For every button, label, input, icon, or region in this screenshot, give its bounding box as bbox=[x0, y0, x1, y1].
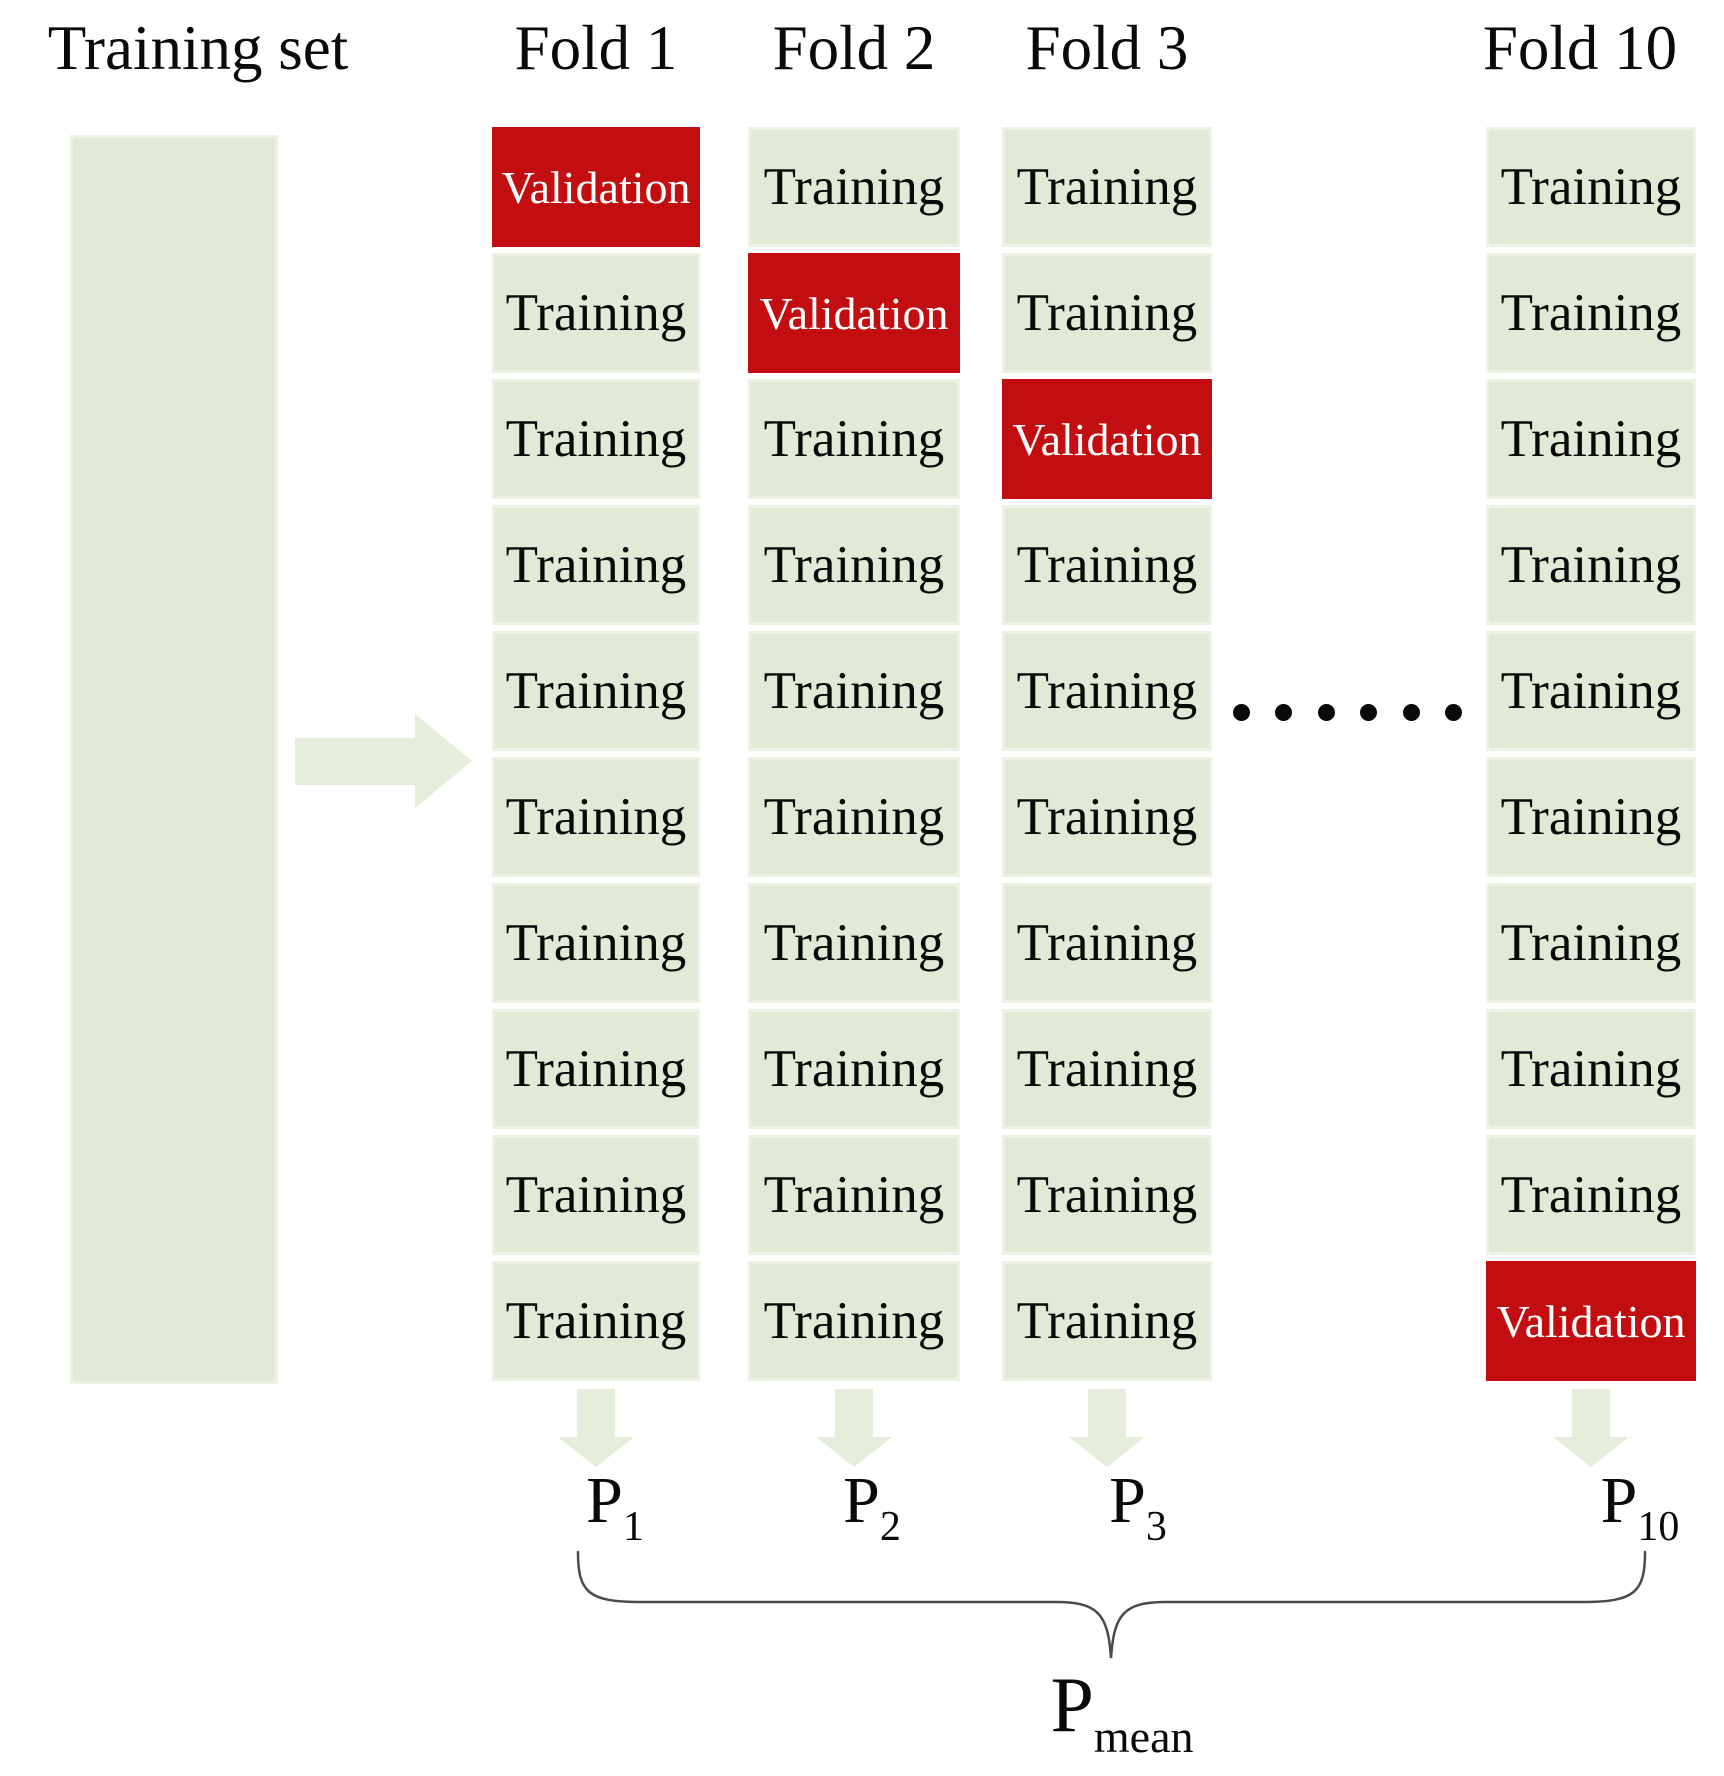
training-cell: Training bbox=[492, 1135, 700, 1255]
training-cell: Training bbox=[1486, 883, 1696, 1003]
training-cell: Training bbox=[1002, 505, 1212, 625]
p1-base: P bbox=[586, 1464, 623, 1537]
training-cell: Training bbox=[1486, 505, 1696, 625]
p1-subscript: 1 bbox=[622, 1503, 644, 1550]
training-cell: Training bbox=[1002, 883, 1212, 1003]
training-cell: Training bbox=[748, 1261, 960, 1381]
training-cell: Training bbox=[492, 379, 700, 499]
p2-label: P2 bbox=[843, 1468, 901, 1548]
training-cell: Training bbox=[748, 631, 960, 751]
validation-cell: Validation bbox=[748, 253, 960, 373]
training-cell: Training bbox=[492, 1261, 700, 1381]
right-arrow-icon bbox=[295, 714, 472, 808]
training-cell: Training bbox=[492, 757, 700, 877]
p-mean-label: Pmean bbox=[1050, 1666, 1193, 1760]
training-cell: Training bbox=[1002, 127, 1212, 247]
training-cell: Training bbox=[1486, 379, 1696, 499]
training-cell: Training bbox=[492, 505, 700, 625]
training-cell: Training bbox=[492, 1009, 700, 1129]
validation-cell: Validation bbox=[492, 127, 700, 247]
fold-3-header: Fold 3 bbox=[1025, 13, 1189, 83]
p2-subscript: 2 bbox=[879, 1503, 901, 1550]
p10-base: P bbox=[1600, 1464, 1638, 1537]
training-set-label: Training set bbox=[47, 13, 349, 83]
training-cell: Training bbox=[1486, 631, 1696, 751]
p3-label: P3 bbox=[1109, 1468, 1167, 1548]
training-cell: Training bbox=[1002, 253, 1212, 373]
ellipsis-dots bbox=[1233, 703, 1462, 721]
training-cell: Training bbox=[748, 505, 960, 625]
dot bbox=[1444, 703, 1462, 721]
p3-subscript: 3 bbox=[1145, 1503, 1167, 1550]
training-cell: Training bbox=[748, 1009, 960, 1129]
p10-label: P10 bbox=[1601, 1468, 1680, 1548]
dot bbox=[1317, 703, 1335, 721]
training-cell: Training bbox=[748, 1135, 960, 1255]
training-cell: Training bbox=[1002, 1009, 1212, 1129]
dot bbox=[1360, 703, 1378, 721]
p10-subscript: 10 bbox=[1637, 1503, 1680, 1550]
fold-1-header: Fold 1 bbox=[514, 13, 678, 83]
fold-10-header: Fold 10 bbox=[1482, 13, 1678, 83]
training-cell: Training bbox=[492, 631, 700, 751]
down-arrow-icon bbox=[558, 1389, 634, 1467]
training-cell: Training bbox=[748, 127, 960, 247]
down-arrow-icon bbox=[1553, 1389, 1629, 1467]
p2-base: P bbox=[843, 1464, 880, 1537]
p3-base: P bbox=[1109, 1464, 1146, 1537]
down-arrow-icon bbox=[816, 1389, 892, 1467]
training-cell: Training bbox=[1486, 1009, 1696, 1129]
p-mean-base: P bbox=[1050, 1661, 1094, 1748]
dot bbox=[1402, 703, 1420, 721]
down-arrow-icon bbox=[1069, 1389, 1145, 1467]
p1-label: P1 bbox=[586, 1468, 644, 1548]
training-cell: Training bbox=[1002, 757, 1212, 877]
training-cell: Training bbox=[1002, 1261, 1212, 1381]
training-cell: Training bbox=[1486, 127, 1696, 247]
training-cell: Training bbox=[492, 253, 700, 373]
dot bbox=[1233, 703, 1250, 721]
training-cell: Training bbox=[1486, 253, 1696, 373]
training-cell: Training bbox=[1486, 757, 1696, 877]
training-cell: Training bbox=[1486, 1135, 1696, 1255]
training-cell: Training bbox=[1002, 1135, 1212, 1255]
validation-cell: Validation bbox=[1486, 1261, 1696, 1381]
validation-cell: Validation bbox=[1002, 379, 1212, 499]
training-cell: Training bbox=[492, 883, 700, 1003]
training-cell: Training bbox=[748, 379, 960, 499]
dot bbox=[1275, 703, 1293, 721]
training-cell: Training bbox=[748, 883, 960, 1003]
training-cell: Training bbox=[1002, 631, 1212, 751]
fold-2-header: Fold 2 bbox=[772, 13, 936, 83]
p-mean-subscript: mean bbox=[1093, 1710, 1194, 1762]
training-set-block bbox=[70, 135, 278, 1384]
training-cell: Training bbox=[748, 757, 960, 877]
